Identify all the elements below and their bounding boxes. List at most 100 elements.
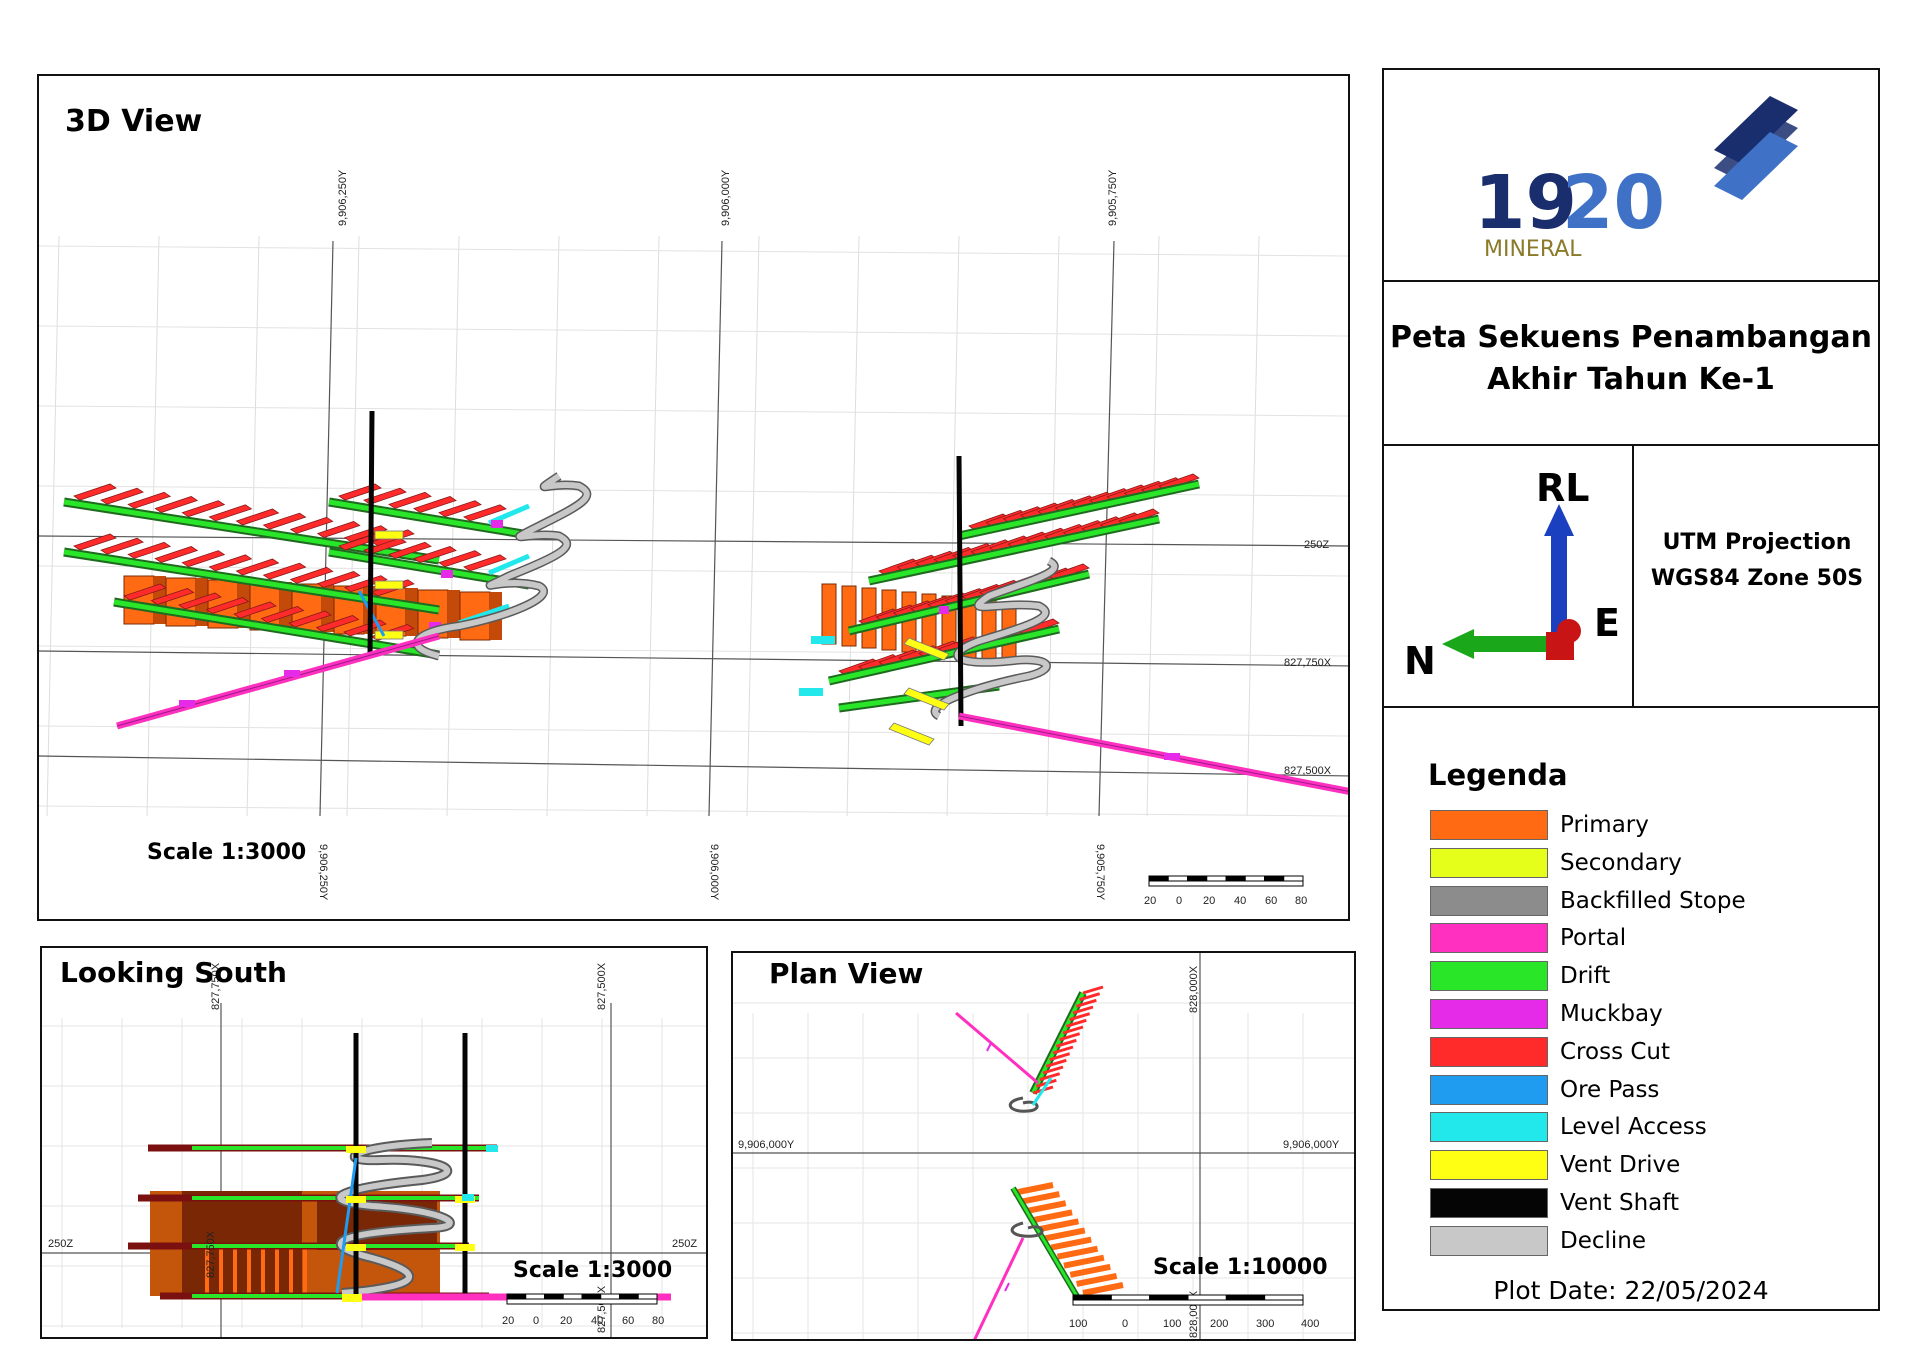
grid-line [46,235,60,817]
primary-stope [1018,1191,1060,1206]
cross-cut [100,487,144,505]
muckbay [179,700,195,707]
muckbay [1164,753,1180,760]
grid-lines-plan [733,953,1354,1339]
cross-cut [1039,1072,1061,1082]
scale-bar-base [506,1298,658,1305]
map-title-line-1: Peta Sekuens Penambangan [1390,320,1872,355]
level-access [799,688,823,696]
legend-item: Portal [1430,921,1626,955]
legend-title: Legenda [1428,758,1568,792]
plan-side-label-1: 9,906,000Y [738,1139,795,1151]
legend-label: Muckbay [1560,1001,1663,1027]
scale-bar-segment [1264,875,1285,882]
muckbay [284,670,300,677]
legend-label: Level Access [1560,1114,1707,1141]
legend-item: Decline [1430,1224,1646,1258]
title-block: 19 20 MINERAL Peta Sekuens Penambangan A… [1382,68,1880,1311]
primary-stope-side [280,582,292,630]
grid-lines-3d [39,235,1348,817]
legend-swatch [1430,847,1548,878]
scalebar-tick-4: 40 [1234,895,1246,907]
scale-label-3d: Scale 1:3000 [147,840,307,865]
muckbay [441,570,453,578]
vent-drive [903,687,950,711]
legend-item: Muckbay [1430,997,1663,1031]
primary-stope [1076,1272,1118,1287]
scale-bar-segment [1072,1294,1112,1301]
primary-stope [1037,1218,1080,1233]
scale-bar-segment [619,1293,639,1300]
vent-drive [374,630,404,640]
cross-cut [154,546,199,563]
primary-stope [1044,1227,1086,1242]
scale-bar-segment [1110,1294,1151,1301]
bottom-label-3: 9,905,750Y [1094,844,1106,901]
drift [958,481,1200,539]
view-3d-canvas: 9,906,250Y 9,906,000Y 9,905,750Y 9,906,2… [39,169,1348,907]
legend-label: Vent Shaft [1560,1190,1679,1216]
cross-cut [388,541,432,559]
bottom-label-1: 9,906,250Y [317,844,329,901]
compass-axes-icon [1442,504,1581,660]
scale-bar-plan [1072,1294,1304,1306]
level-access [1031,1077,1053,1106]
south-bottom-label-1: 827,750X [205,1230,217,1278]
logo-number-1: 19 [1474,160,1577,246]
scalebar-tick-1: 20 [1144,895,1156,907]
legend-label: Secondary [1560,849,1682,876]
portal-edge [958,715,1348,792]
scale-bar-south [506,1293,658,1305]
plan-view-canvas: 828,000X 9,906,000Y 9,906,000Y 828,000X … [733,953,1354,1339]
plot-date: Plot Date: 22/05/2024 [1493,1276,1769,1305]
compass-label-n: N [1404,639,1436,683]
scale-bar-segment [525,1293,545,1300]
compass-label-e: E [1594,601,1620,645]
panel-3d-view: 9,906,250Y 9,906,000Y 9,905,750Y 9,906,2… [37,74,1350,921]
cross-cut [463,504,507,522]
legend-label: Ore Pass [1560,1076,1660,1103]
vent-drive [374,530,404,540]
cross-cut [315,615,360,632]
scale-bar-segment [1149,1294,1189,1301]
bottom-label-2: 9,906,000Y [708,844,720,901]
vent-shaft [367,410,375,657]
legend-swatch [1430,1074,1548,1105]
south-scalebar-tick-2: 0 [533,1315,539,1327]
compass-label-rl: RL [1536,466,1590,510]
scale-bar-segment [581,1293,602,1300]
top-label-3: 9,905,750Y [1107,169,1119,226]
legend-swatch [1430,885,1548,916]
grid-line [39,645,1348,657]
scale-bar-segment [562,1293,583,1300]
cross-cut [262,562,307,580]
vent-drive [346,1146,366,1153]
cross-cut [1069,1012,1091,1022]
south-side-label-2: 250Z [672,1238,697,1250]
orientation-section: RL E N UTM Projection WGS84 Zone 50S [1384,446,1878,708]
plan-top-label-1: 828,000X [1188,965,1200,1013]
projection-line-1: UTM Projection [1662,530,1852,555]
plan-side-label-2: 9,906,000Y [1283,1139,1340,1151]
scale-bar-segment [1225,1294,1266,1301]
cross-cut [289,566,334,584]
primary-stope [821,583,837,645]
legend-item: Vent Drive [1430,1148,1680,1182]
cross-cut [1065,1018,1087,1028]
primary-stope [1082,1282,1124,1296]
scale-bar-base [1072,1299,1304,1306]
cross-cut [1082,985,1104,995]
scale-bar-segment [637,1293,658,1300]
top-label-1: 9,906,250Y [337,169,349,226]
ore-pass [335,1157,358,1294]
cross-cut [1055,1038,1077,1048]
cross-cut [316,571,361,588]
scale-bar-segment [600,1293,620,1300]
cross-cut [1059,1032,1081,1042]
drift [1011,1187,1080,1299]
scalebar-tick-5: 60 [1265,895,1277,907]
cross-cut [127,491,172,509]
cross-cut [123,583,167,601]
legend-swatch [1430,923,1548,954]
